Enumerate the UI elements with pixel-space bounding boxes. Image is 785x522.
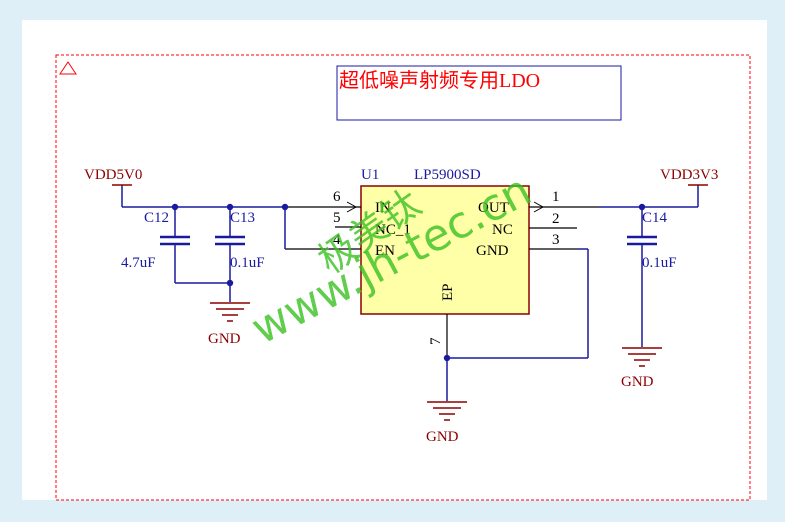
schematic-title: 超低噪声射频专用LDO xyxy=(339,69,540,92)
pin-1-name: OUT xyxy=(478,200,509,216)
wires xyxy=(121,185,699,401)
gnd-label-1: GND xyxy=(208,331,241,347)
c14-value: 0.1uF xyxy=(642,255,677,271)
vout-net-label: VDD3V3 xyxy=(660,167,718,183)
pin-2-name: NC xyxy=(492,222,513,238)
ic-part-number: LP5900SD xyxy=(414,167,481,183)
c12-value: 4.7uF xyxy=(121,255,156,271)
gnd-label-2: GND xyxy=(426,429,459,445)
pin-7-name: EP xyxy=(440,283,456,301)
warning-triangle-icon xyxy=(59,61,77,75)
pin-1-arrow-icon xyxy=(533,201,545,213)
pin-1-number: 1 xyxy=(552,189,560,205)
gnd-label-3: GND xyxy=(621,374,654,390)
title-box xyxy=(336,65,622,121)
c13-ref: C13 xyxy=(230,210,255,226)
c14-ref: C14 xyxy=(642,210,668,226)
pin-4-number: 4 xyxy=(333,232,341,248)
ic-ref: U1 xyxy=(361,167,379,183)
pin-6-name: IN xyxy=(375,200,391,216)
pin-6-number: 6 xyxy=(333,189,341,205)
pin-5-number: 5 xyxy=(333,210,341,226)
ground-icon-1 xyxy=(210,302,250,322)
pin-7-number: 7 xyxy=(428,337,444,345)
pin-3-name: GND xyxy=(476,243,509,259)
ground-icon-2 xyxy=(427,401,467,421)
c12-ref: C12 xyxy=(144,210,169,226)
c13-value: 0.1uF xyxy=(230,255,265,271)
pin-6-arrow-icon xyxy=(346,201,358,213)
junctions xyxy=(171,203,646,362)
sheet-border xyxy=(55,54,751,501)
pin-4-name: EN xyxy=(375,243,395,259)
ground-icon-3 xyxy=(622,347,662,367)
capacitor-plates xyxy=(160,235,657,246)
vin-net-label: VDD5V0 xyxy=(84,167,142,183)
ic-body xyxy=(360,185,530,315)
pin-5-name: NC_1 xyxy=(375,222,411,238)
pin-2-number: 2 xyxy=(552,211,560,227)
pin-3-number: 3 xyxy=(552,232,560,248)
